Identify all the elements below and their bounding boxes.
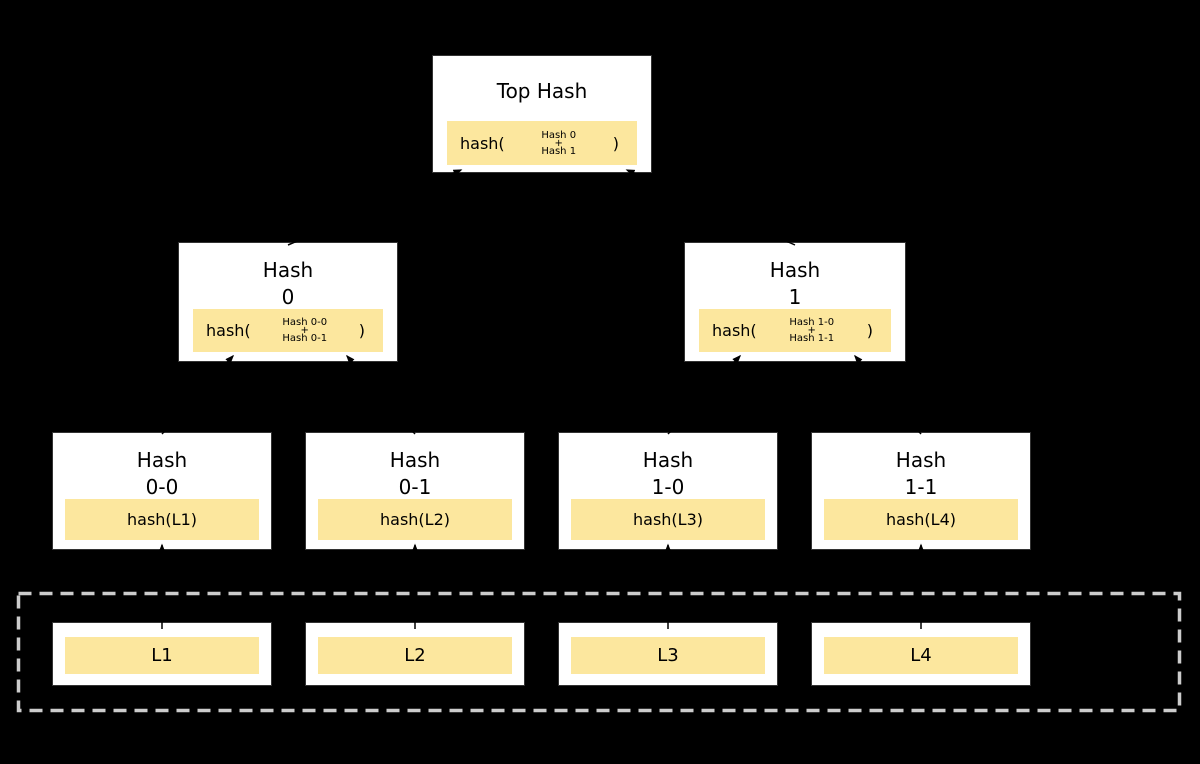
data-block-l4: L4 [811,622,1031,686]
title-line1: Hash [262,258,314,282]
title-line1: Hash [769,258,821,282]
hash-operands: Hash 0-0 + Hash 0-1 [282,317,328,344]
operand-b: Hash 1 [541,145,577,157]
node-title: Hash 1-1 [812,433,1030,501]
hash-expression: hash(L1) [65,499,259,540]
close-paren: ) [866,321,873,340]
node-hash-0-0: Hash 0-0 hash(L1) [52,432,272,550]
hash-operands: Hash 1-0 + Hash 1-1 [789,317,835,344]
edge-hash-1-1-to-hash-1 [854,354,922,435]
close-paren: ) [358,321,365,340]
title-line2: 1-0 [651,475,685,499]
node-hash-0-1: Hash 0-1 hash(L2) [305,432,525,550]
node-title: Hash 0-0 [53,433,271,501]
data-block-label: L1 [65,637,259,674]
node-title: Top Hash [496,79,588,103]
node-hash-0: Hash 0 hash( Hash 0-0 + Hash 0-1 ) [178,242,398,362]
data-block-label: L3 [571,637,765,674]
operand-b: Hash 0-1 [282,333,328,344]
edge-hash-0-0-to-hash-0 [161,354,235,435]
hash-fn-label: hash( [206,321,251,340]
hash-expression: hash( Hash 1-0 + Hash 1-1 ) [699,309,891,352]
hash-operands: Hash 0 + Hash 1 [541,129,577,157]
node-hash-1-1: Hash 1-1 hash(L4) [811,432,1031,550]
node-hash-1: Hash 1 hash( Hash 1-0 + Hash 1-1 ) [684,242,906,362]
title-line1: Hash [136,448,188,472]
close-paren: ) [612,133,619,153]
title-line1: Hash [389,448,441,472]
hash-fn-label: hash( [460,133,505,153]
node-title: Hash 1-0 [559,433,777,501]
title-line2: 0-1 [398,475,432,499]
edge-hash-1-to-top-hash [625,169,796,246]
hash-expression: hash( Hash 0-0 + Hash 0-1 ) [193,309,383,352]
operand-a: Hash 0-0 [282,317,328,328]
title-line2: 0 [281,285,295,309]
title-line2: 1 [788,285,802,309]
plus-operator: + [554,137,563,149]
node-title: Hash 1 [685,243,905,311]
data-block-label: L2 [318,637,512,674]
hash-expression: hash(L4) [824,499,1018,540]
node-hash-1-0: Hash 1-0 hash(L3) [558,432,778,550]
edge-hash-0-to-top-hash [287,169,463,246]
title-line1: Hash [895,448,947,472]
data-block-label: L4 [824,637,1018,674]
operand-a: Hash 0 [541,129,577,141]
plus-operator: + [807,325,816,336]
hash-expression: hash( Hash 0 + Hash 1 ) [447,121,637,165]
title-line2: 1-1 [904,475,938,499]
title-line2: 0-0 [145,475,179,499]
node-title: Hash 0-1 [306,433,524,501]
edge-hash-0-1-to-hash-0 [346,354,416,435]
operand-a: Hash 1-0 [789,317,835,328]
hash-expression: hash(L2) [318,499,512,540]
plus-operator: + [300,325,309,336]
node-top-hash: Top Hash hash( Hash 0 + Hash 1 ) [432,55,652,173]
edge-hash-1-0-to-hash-1 [667,354,742,435]
operand-b: Hash 1-1 [789,333,835,344]
data-block-l1: L1 [52,622,272,686]
hash-fn-label: hash( [712,321,757,340]
node-title: Hash 0 [179,243,397,311]
hash-expression: hash(L3) [571,499,765,540]
data-block-l3: L3 [558,622,778,686]
title-line1: Hash [642,448,694,472]
data-block-l2: L2 [305,622,525,686]
